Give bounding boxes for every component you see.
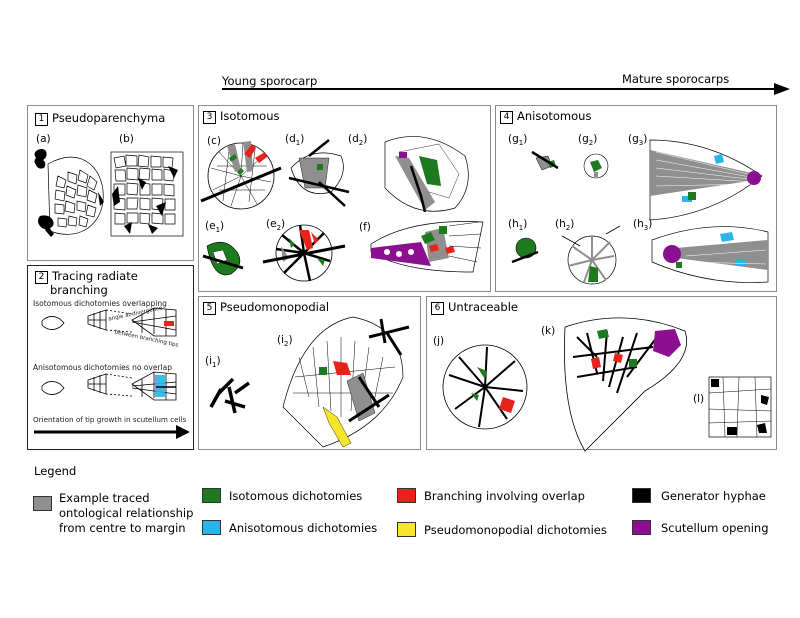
label-b: (b) [119,133,134,145]
label-g1: (g1) [508,133,528,148]
legend-swatch-yellow [397,522,416,537]
label-k: (k) [541,325,556,337]
panel-pseudomonopodial: 5 Pseudomonopodial (i1) (i2) [198,296,421,450]
panel-untraceable: 6 Untraceable (j) (k) (l) [426,296,777,452]
young-sporocarp-label: Young sporocarp [222,74,318,88]
legend-label-cyan: Anisotomous dichotomies [229,521,378,535]
label-g2: (g2) [578,133,598,148]
label-h1: (h1) [508,218,528,233]
untraceable-drawings [442,317,772,452]
iso-caption: Isotomous dichotomies overlapping [33,299,167,308]
legend-swatch-purple [632,520,651,535]
panel-isotomous: 3 Isotomous (c) (d1) (d2) (e1) (e2) (f) [198,105,491,292]
label-c: (c) [207,135,221,147]
isotomous-drawings [200,136,484,282]
label-e2: (e2) [266,218,286,233]
label-l: (l) [693,393,705,405]
panel-number: 3 [203,111,216,124]
label-g3: (g3) [628,133,648,148]
label-i2: (i2) [277,334,293,349]
panel-number: 1 [35,113,48,126]
label-i1: (i1) [205,355,221,370]
label-h3: (h3) [633,218,653,233]
panel-title-line2: branching [50,283,108,297]
panel-number: 4 [500,111,513,124]
panel-title: Pseudomonopodial [220,300,330,314]
legend-title: Legend [34,464,77,478]
anisotomous-drawings [511,139,769,285]
label-f: (f) [359,221,371,233]
panel-pseudoparenchyma: 1 Pseudoparenchyma (a) (b) [27,105,194,261]
label-a: (a) [36,133,51,145]
legend-swatch-black [632,488,651,503]
maturity-arrow [222,83,790,95]
panel-title: Pseudoparenchyma [52,111,166,125]
legend-swatch-red [397,488,416,503]
label-d2: (d2) [348,133,368,148]
legend-swatch-green [202,488,221,503]
pseudomonopodial-drawings [209,316,410,448]
panel-anisotomous: 4 Anisotomous (g1) (g2) (g3) (h1) (h2) (h… [495,105,777,292]
pseudoparenchyma-drawing [34,149,184,237]
aniso-caption: Anisotomous dichotomies no overlap [33,363,172,372]
label-h2: (h2) [555,218,575,233]
legend-label-red: Branching involving overlap [424,489,585,503]
panel-number: 5 [203,302,216,315]
legend-label-yellow: Pseudomonopodial dichotomies [424,523,607,537]
panel-number: 6 [431,302,444,315]
legend-swatch-grey [33,496,52,511]
panel-title: Anisotomous [517,109,592,123]
label-j: (j) [433,335,445,347]
panel-title-line1: Tracing radiate [52,269,138,283]
legend-label-green: Isotomous dichotomies [229,489,363,503]
orientation-caption: Orientation of tip growth in scutellum c… [33,415,187,424]
label-e1: (e1) [205,220,225,235]
panel-tracing-radiate-branching: 2 Tracing radiate branching Isotomous dic… [27,265,194,450]
legend-swatch-cyan [202,520,221,535]
tracing-diagram [34,307,190,439]
mature-sporocarps-label: Mature sporocarps [622,72,730,86]
panel-number: 2 [35,271,48,284]
panel-title: Isotomous [220,109,280,123]
legend-label-black: Generator hyphae [661,489,766,503]
panel-title: Untraceable [448,300,519,314]
legend-label-purple: Scutellum opening [661,521,769,535]
label-d1: (d1) [285,133,305,148]
